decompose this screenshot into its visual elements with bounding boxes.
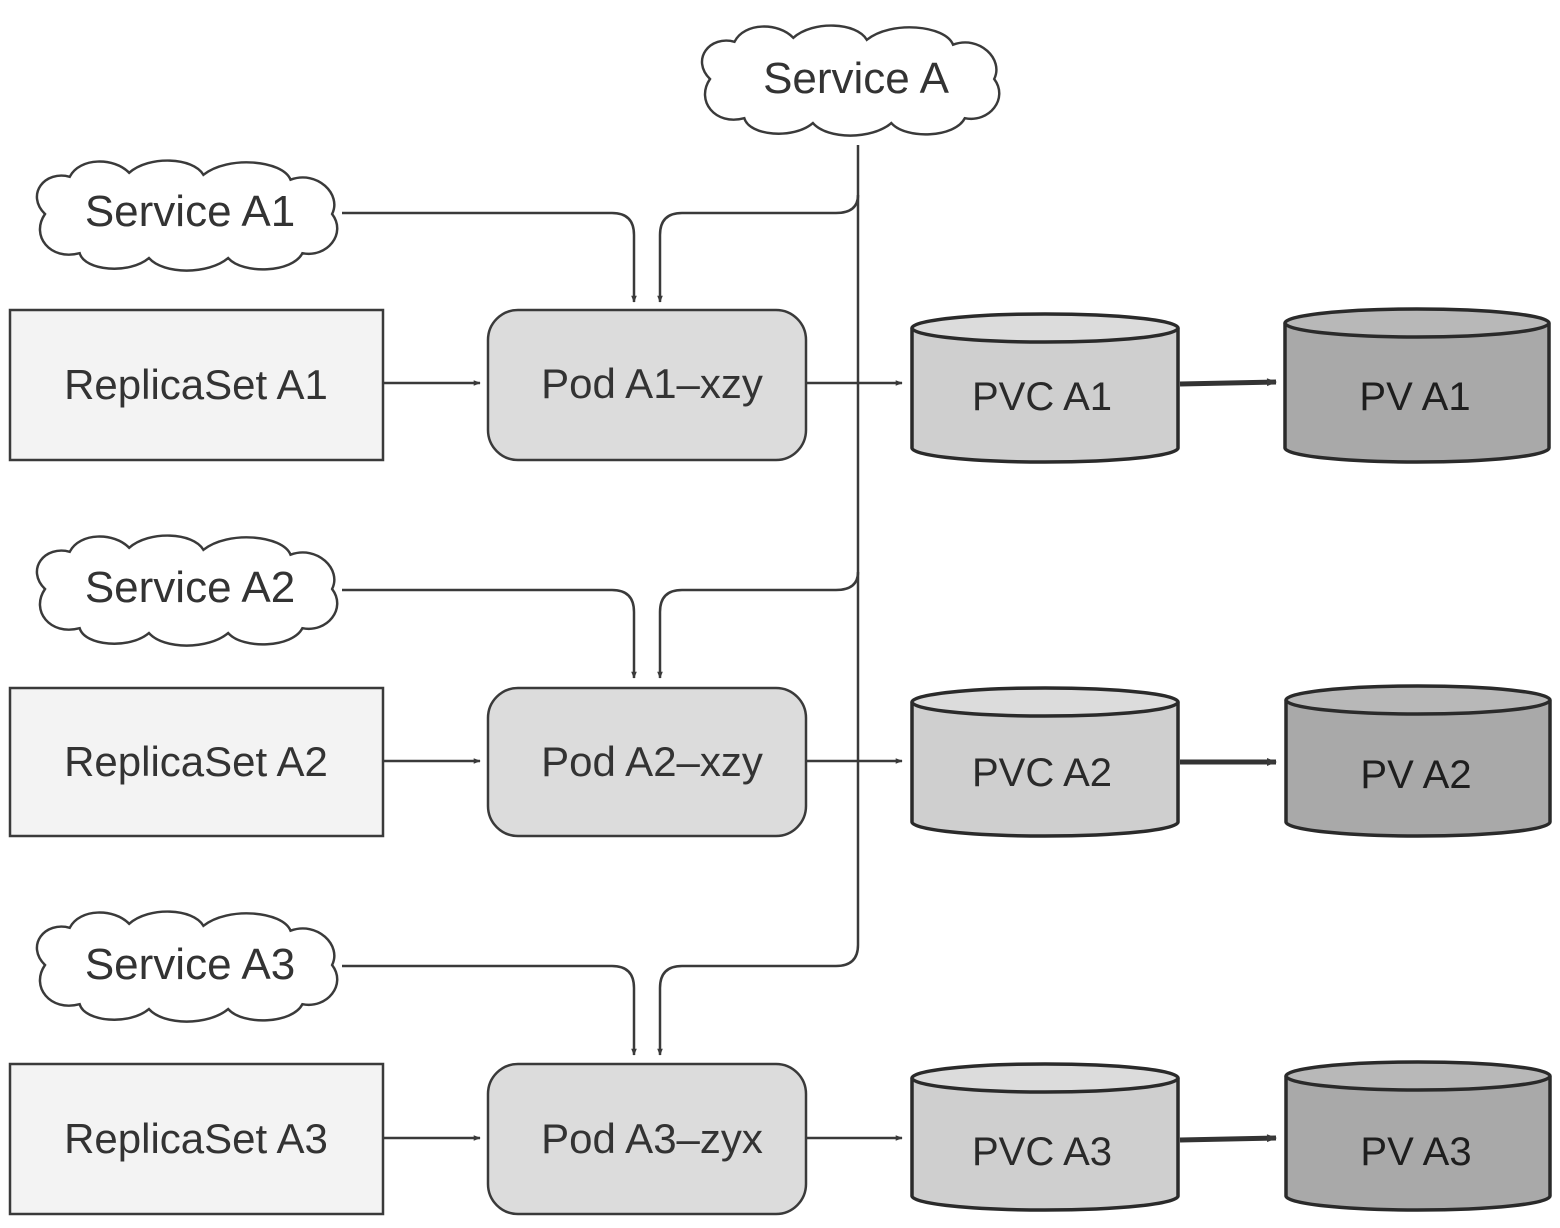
service-a2-to-pod-a2-arrow: [342, 588, 637, 679]
service-a-to-pod-a3-arrow: [657, 944, 860, 1056]
service-a1-to-pod-a1-arrow: [342, 211, 637, 303]
service-a1-cloud: Service A1: [35, 159, 339, 272]
replicaset-a2-label: ReplicaSet A2: [64, 738, 328, 785]
pvc-a3-to-pv-a3-arrow: [1179, 1134, 1277, 1143]
pod-a1-label: Pod A1–xzy: [541, 360, 763, 407]
pvc-a1-cylinder: PVC A1: [910, 312, 1180, 464]
replicaset-a1-label: ReplicaSet A1: [64, 361, 328, 408]
pod-a2-label: Pod A2–xzy: [541, 738, 763, 785]
pv-a3-label: PV A3: [1360, 1130, 1471, 1174]
pvc-a1-to-pv-a1-arrow: [1179, 378, 1277, 387]
pod-a3-box: Pod A3–zyx: [486, 1062, 808, 1216]
service-a3-cloud: Service A3: [35, 910, 339, 1023]
pod-a2-box: Pod A2–xzy: [486, 686, 808, 838]
pv-a3-cylinder: PV A3: [1284, 1060, 1552, 1212]
pvc-a3-label: PVC A3: [972, 1130, 1112, 1174]
replicaset-a3-box: ReplicaSet A3: [8, 1062, 385, 1216]
service-a-to-pod-a2-arrow: [657, 571, 860, 679]
service-a2-cloud: Service A2: [35, 534, 339, 647]
pod-a1-box: Pod A1–xzy: [486, 308, 808, 462]
pvc-a3-cylinder: PVC A3: [910, 1062, 1180, 1212]
pv-a1-label: PV A1: [1359, 375, 1470, 419]
replicaset-a2-box: ReplicaSet A2: [8, 686, 385, 838]
service-a2-label: Service A2: [85, 563, 295, 612]
service-a1-label: Service A1: [85, 187, 295, 236]
row-3: Service A3 ReplicaSet A3 Pod A3–zyx PVC …: [8, 910, 1552, 1216]
pod-a3-label: Pod A3–zyx: [541, 1115, 763, 1162]
pvc-a2-label: PVC A2: [972, 751, 1112, 795]
row-2: Service A2 ReplicaSet A2 Pod A2–xzy PVC …: [8, 534, 1552, 838]
pvc-a2-cylinder: PVC A2: [910, 686, 1180, 838]
replicaset-a3-label: ReplicaSet A3: [64, 1115, 328, 1162]
service-a3-to-pod-a3-arrow: [342, 964, 637, 1056]
service-a-cloud: Service A: [700, 24, 1001, 137]
pv-a2-cylinder: PV A2: [1284, 684, 1552, 838]
pvc-a1-label: PVC A1: [972, 375, 1112, 419]
row-1: Service A1 ReplicaSet A1 Pod A1–xzy PVC …: [8, 159, 1551, 464]
service-a-label: Service A: [763, 54, 950, 103]
pv-a1-cylinder: PV A1: [1283, 307, 1551, 464]
connectors: [342, 145, 1277, 1143]
service-a3-label: Service A3: [85, 940, 295, 989]
replicaset-a1-box: ReplicaSet A1: [8, 308, 385, 462]
service-a-to-pod-a1-arrow: [657, 194, 860, 303]
pv-a2-label: PV A2: [1360, 753, 1471, 797]
